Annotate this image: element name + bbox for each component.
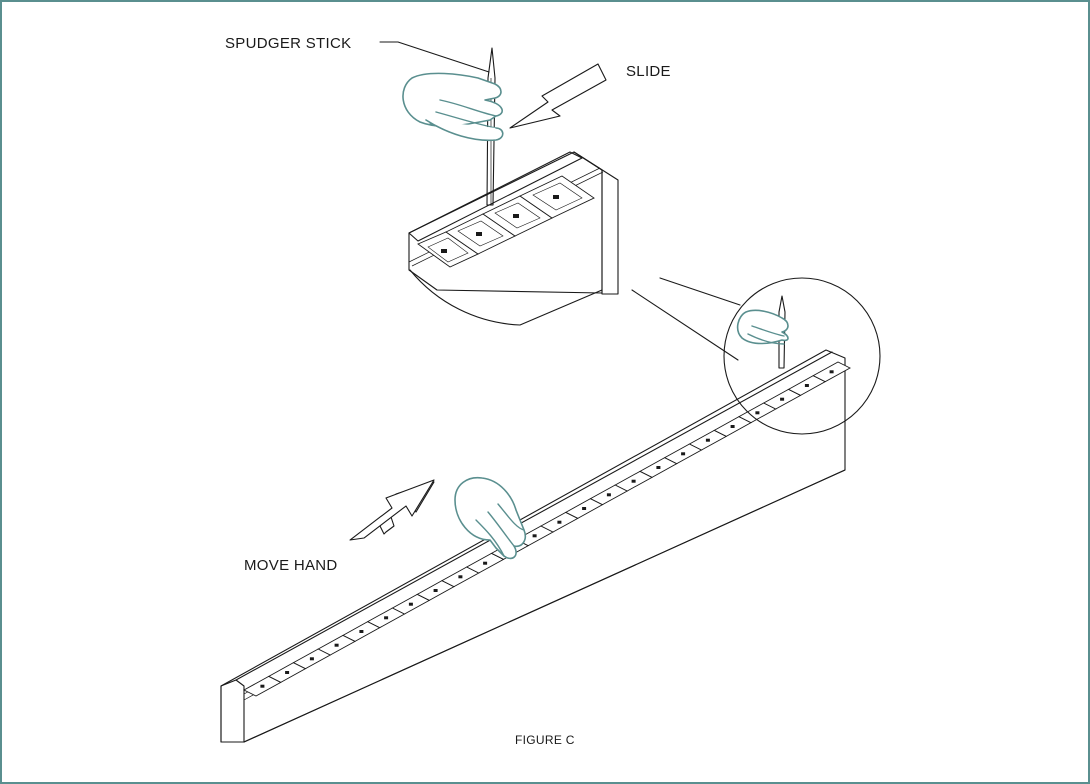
main-fixture [220, 349, 851, 743]
louvre-cell-center [656, 466, 661, 469]
louvre-cell-center [359, 630, 364, 633]
hand-icon-small [736, 309, 789, 345]
louvre-cell-center [260, 684, 265, 688]
louvre-cell-center [631, 479, 636, 483]
louvre-cell-center [582, 507, 587, 510]
louvre-cell-center [755, 411, 760, 415]
louvre-cell-center [458, 575, 463, 579]
louvre-cells [243, 361, 851, 697]
louvre-cell-center [606, 493, 611, 497]
louvre-cell-center [804, 384, 809, 387]
slide-label: SLIDE [626, 63, 671, 80]
spudger-stick-label: SPUDGER STICK [225, 35, 351, 52]
small-spudger-tool [778, 295, 786, 369]
louvre-cell-center [730, 425, 735, 428]
louvre-cell-center [829, 370, 834, 374]
detail-view [379, 41, 619, 326]
hand-icon-main [454, 476, 527, 560]
louvre-cell-center [681, 452, 686, 456]
detail-circle-arc [409, 269, 603, 326]
hand-icon-detail [402, 72, 504, 142]
louvre-cell-center [309, 657, 314, 661]
callout-leader-lines [631, 277, 741, 361]
louvre-cell-center [780, 397, 785, 401]
louvre-cell-center [705, 438, 710, 442]
detail-circle [723, 277, 881, 435]
louvre-cell-center [557, 520, 562, 524]
figure-caption: FIGURE C [515, 733, 575, 747]
spudger-leader-line [379, 41, 490, 73]
move-hand-label: MOVE HAND [244, 557, 338, 574]
louvre-cell-center [532, 534, 537, 538]
louvre-cell-center [433, 589, 438, 592]
louvre-cell-center [285, 671, 290, 674]
slide-arrow-icon [509, 63, 607, 129]
louvre-cell-center [334, 643, 339, 647]
louvre-cell-center [408, 602, 413, 606]
detail-fixture [408, 151, 619, 295]
louvre-cell-center [483, 561, 488, 565]
louvre-cell-center [384, 616, 389, 620]
